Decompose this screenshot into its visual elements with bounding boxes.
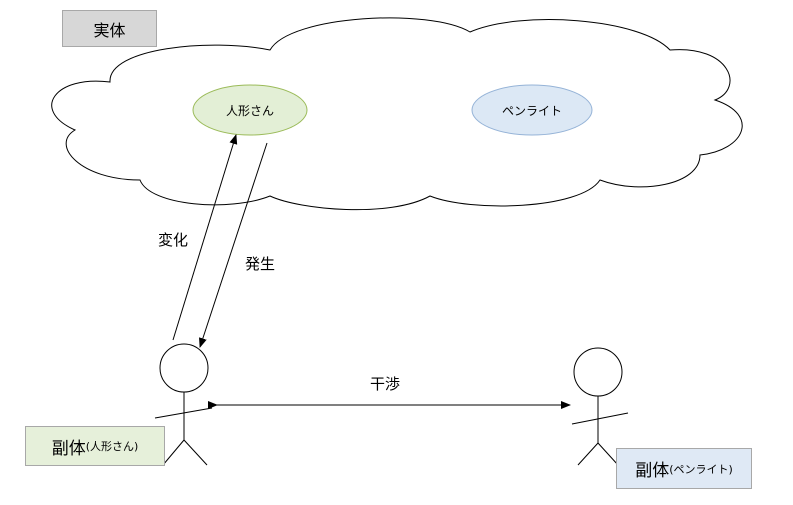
- sub-entity-doll-paren: (人形さん): [85, 440, 139, 453]
- real-entity-label: 実体: [93, 20, 126, 40]
- sub-entity-doll-main: 副体: [51, 438, 86, 459]
- interference-label: 干渉: [370, 375, 401, 393]
- stick-figure-doll: [154, 343, 213, 466]
- doll-node: [192, 84, 308, 136]
- change-arrow: [172, 134, 238, 341]
- sub-entity-penlight-paren: (ペンライト): [669, 462, 733, 476]
- sub-entity-penlight-tag: 副体(ペンライト): [616, 448, 752, 489]
- sub-entity-doll-tag: 副体(人形さん): [25, 426, 165, 466]
- sub-entity-penlight-main: 副体: [635, 461, 670, 481]
- occur-arrow: [199, 142, 268, 348]
- occur-label: 発生: [245, 255, 276, 273]
- penlight-node: [471, 84, 593, 136]
- stick-figure-penlight: [571, 347, 629, 466]
- change-label: 変化: [158, 231, 189, 249]
- real-entity-tag: 実体: [62, 10, 157, 47]
- cloud-shape: [51, 17, 743, 211]
- doll-node-label: 人形さん: [225, 103, 274, 118]
- penlight-node-label: ペンライト: [501, 103, 562, 118]
